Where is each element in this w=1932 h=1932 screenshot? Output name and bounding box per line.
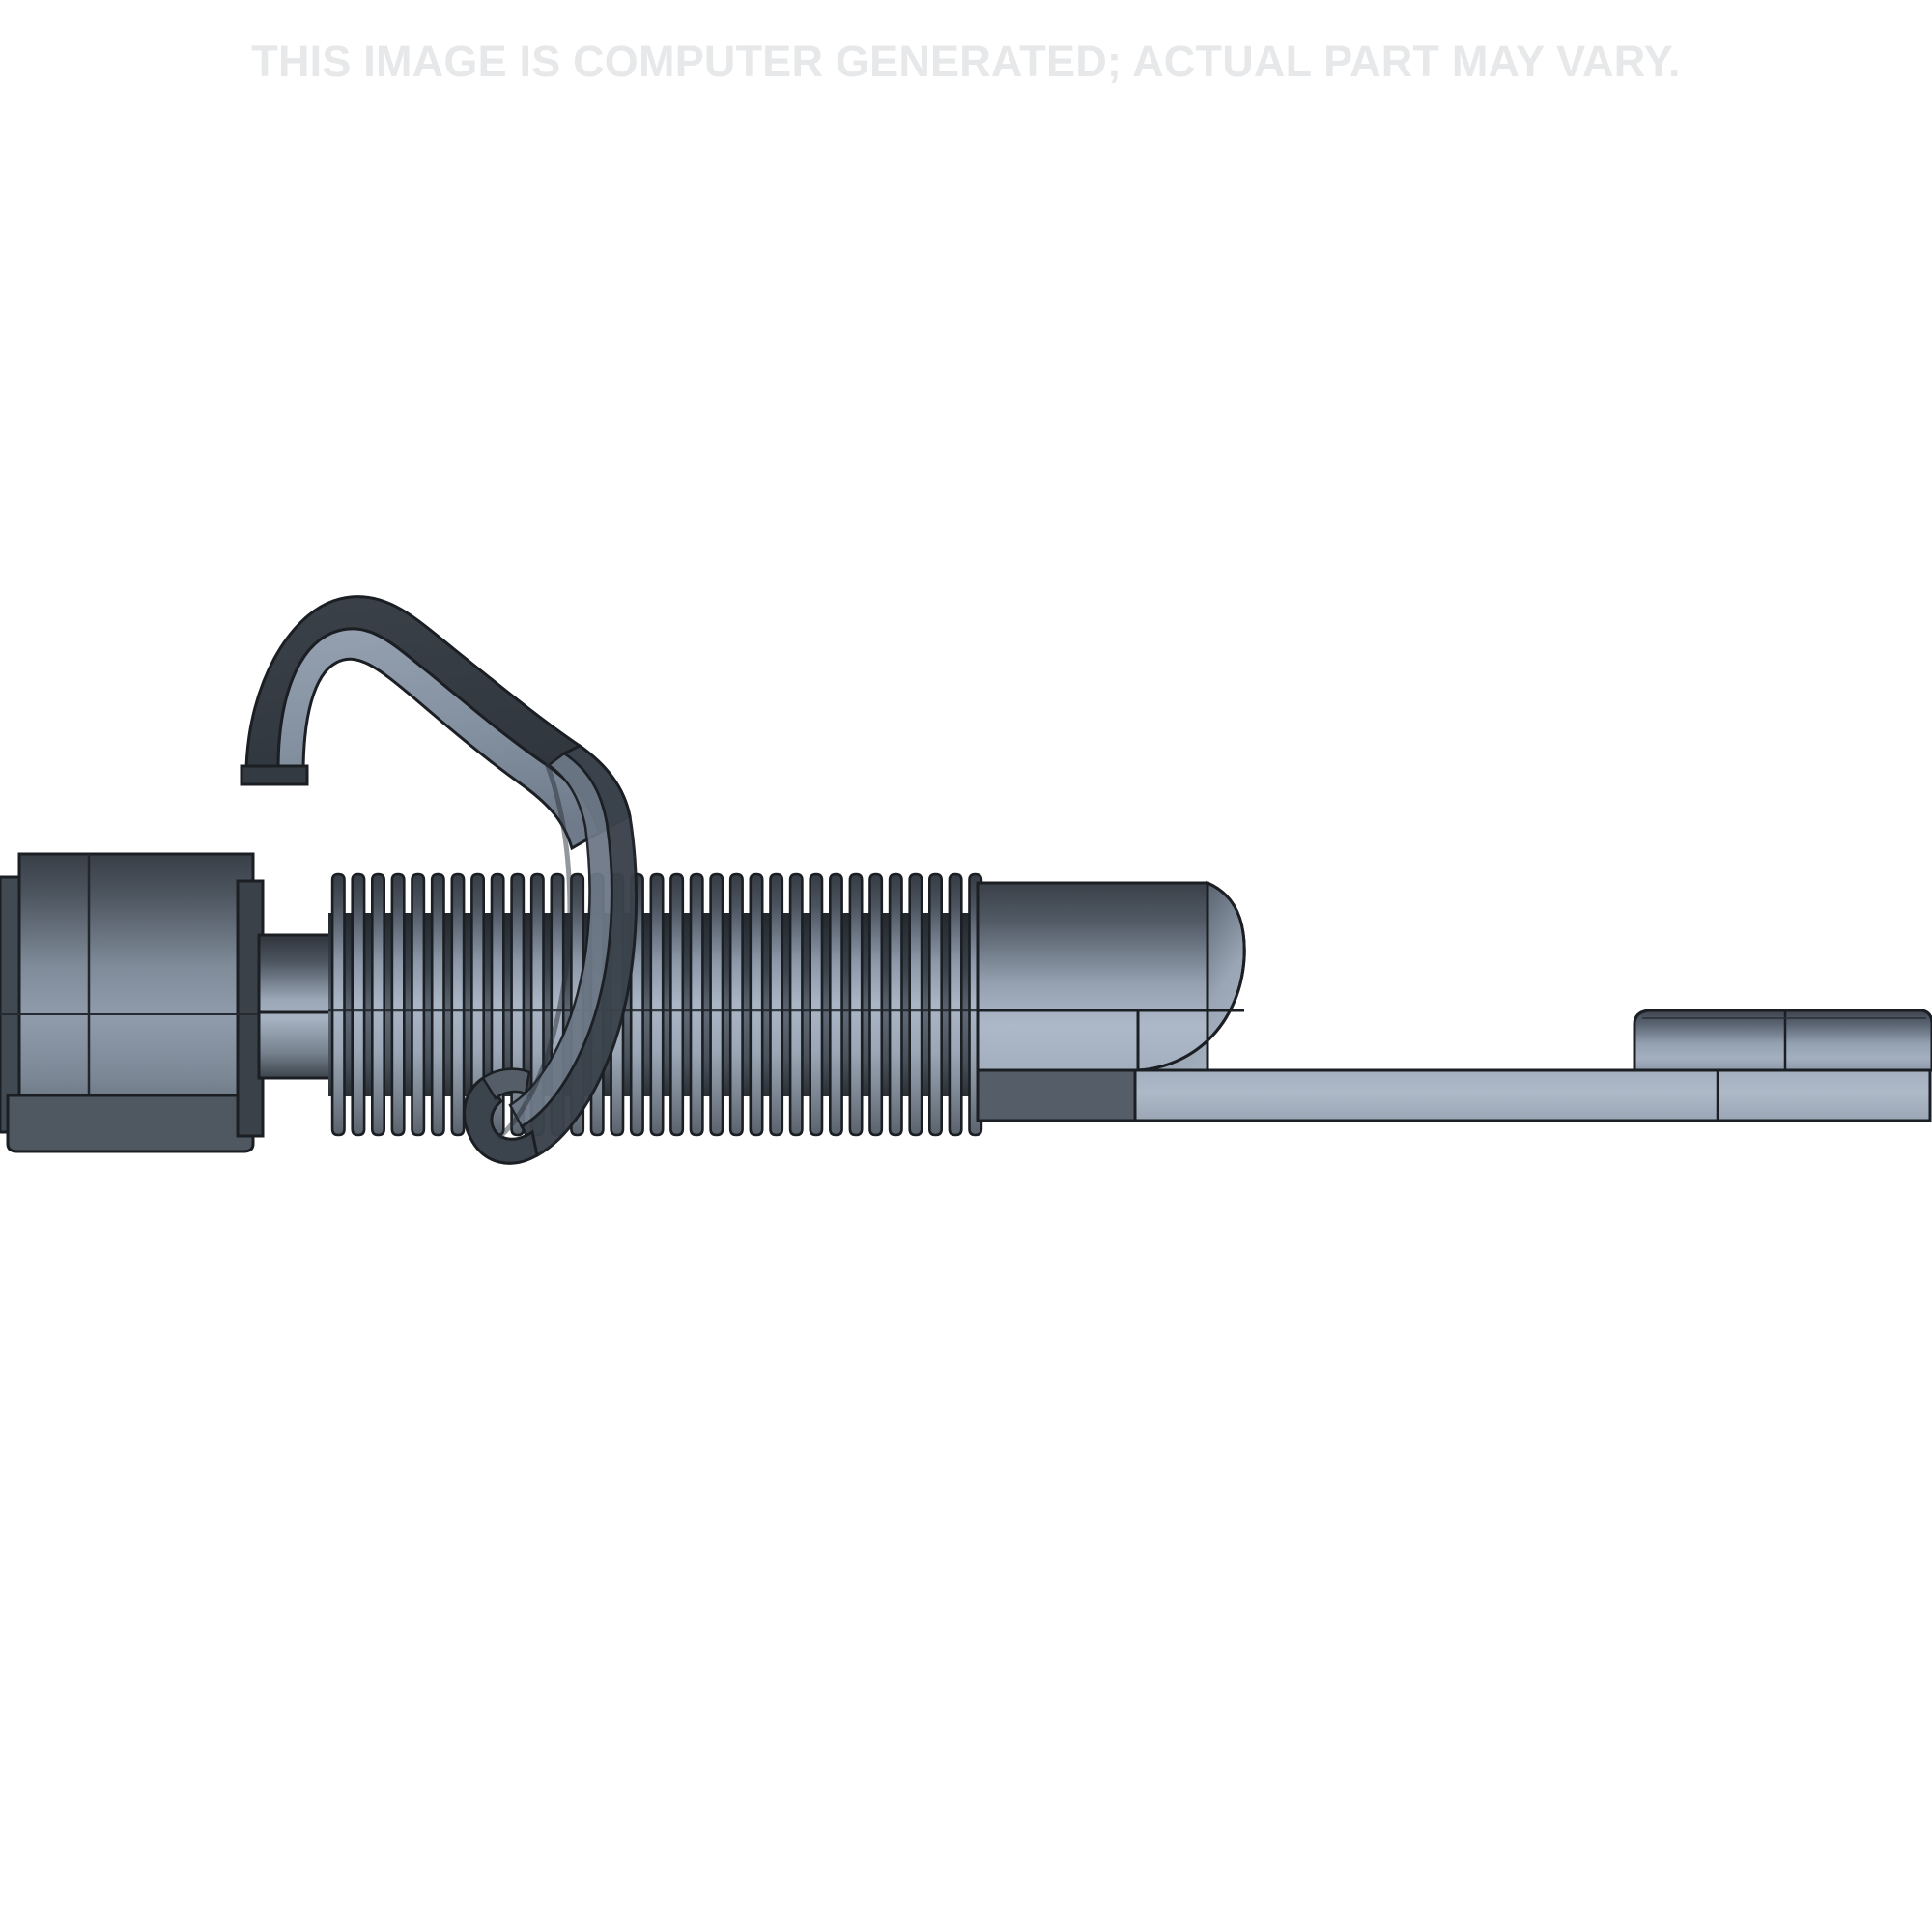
bellows-rib [351, 872, 366, 1137]
bellows-rib [908, 872, 923, 1137]
bellows-rib [788, 872, 804, 1137]
bellows-rib [809, 872, 824, 1137]
bellows-rib [848, 872, 864, 1137]
flange-plate [1133, 1068, 1932, 1122]
elbow-under-band [976, 1068, 1140, 1122]
stub-shaft-body [257, 933, 342, 1080]
mounting-flange [1133, 1009, 1932, 1122]
cap-bottom-rim [6, 1094, 255, 1153]
corrugated-bellows [328, 872, 987, 1137]
cap-body [17, 852, 255, 1136]
bellows-rib [928, 872, 943, 1137]
bellows-rib [649, 872, 665, 1137]
end-cap [0, 852, 265, 1153]
watermark-disclaimer-text: THIS IMAGE IS COMPUTER GENERATED; ACTUAL… [251, 37, 1681, 86]
bellows-rib [450, 872, 466, 1137]
bellows-rib [749, 872, 764, 1137]
clip-loop-back-arc [497, 762, 573, 1140]
bellows-rib [430, 872, 445, 1137]
retaining-clip-loop [463, 744, 639, 1165]
bellows-rib [411, 872, 426, 1137]
clip-foot [240, 764, 309, 786]
flange-boss [1633, 1009, 1932, 1072]
bellows-rib [868, 872, 884, 1137]
bellows-rib [709, 872, 724, 1137]
bellows-rib [888, 872, 903, 1137]
clip-tail [481, 1067, 531, 1100]
clip-strap-front-inner [508, 752, 613, 1128]
bellows-rib [829, 872, 843, 1137]
cap-right-collar [236, 879, 265, 1138]
bellows-rib [728, 872, 744, 1137]
elbow-bend-outer [1136, 880, 1246, 1072]
stub-shaft [257, 933, 342, 1080]
bellows-rib [669, 872, 685, 1137]
bellows-rib [371, 872, 385, 1137]
bellows-rib [948, 872, 963, 1137]
bellows-rib [689, 872, 704, 1137]
bellows-rib [330, 872, 346, 1137]
bellows-rib [769, 872, 784, 1137]
retaining-clip [240, 595, 632, 851]
elbow-connector [976, 880, 1246, 1122]
bellows-rib [390, 872, 406, 1137]
